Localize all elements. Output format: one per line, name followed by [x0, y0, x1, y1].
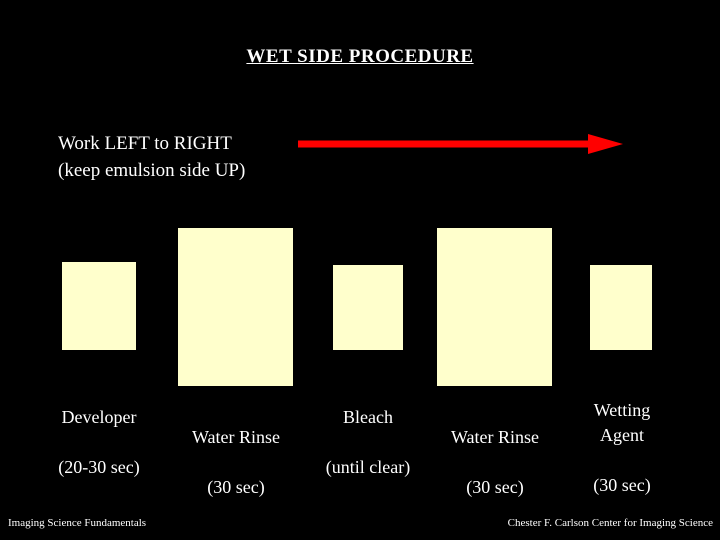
step-name-developer: Developer: [61, 407, 137, 427]
instruction-text: Work LEFT to RIGHT (keep emulsion side U…: [58, 133, 246, 181]
tray-box-water-rinse-2: [437, 228, 552, 386]
step-time-water-rinse-1: (30 sec): [207, 477, 265, 497]
step-time-wetting-agent: (30 sec): [593, 475, 651, 495]
step-caption-water-rinse-1: Water Rinse (30 sec): [163, 400, 309, 525]
step-caption-water-rinse-2: Water Rinse (30 sec): [422, 400, 568, 525]
step-name-wetting-agent: Wetting Agent: [593, 400, 651, 445]
step-time-bleach: (until clear): [325, 457, 411, 477]
step-caption-developer: Developer (20-30 sec): [20, 380, 178, 505]
step-caption-wetting-agent: Wetting Agent (30 sec): [560, 373, 684, 523]
step-name-water-rinse-1: Water Rinse: [191, 427, 281, 447]
step-time-developer: (20-30 sec): [58, 457, 140, 477]
tray-box-wetting-agent: [590, 265, 652, 350]
step-time-water-rinse-2: (30 sec): [466, 477, 524, 497]
tray-box-bleach: [333, 265, 403, 350]
step-name-water-rinse-2: Water Rinse: [450, 427, 540, 447]
red-arrow-icon: [298, 134, 623, 154]
page-title: WET SIDE PROCEDURE: [246, 46, 474, 67]
step-caption-bleach: Bleach (until clear): [304, 380, 432, 505]
footer-right-text: Chester F. Carlson Center for Imaging Sc…: [507, 517, 713, 529]
step-name-bleach: Bleach: [343, 407, 393, 427]
tray-box-water-rinse-1: [178, 228, 293, 386]
tray-box-developer: [62, 262, 136, 350]
footer-left-text: Imaging Science Fundamentals: [8, 517, 147, 529]
